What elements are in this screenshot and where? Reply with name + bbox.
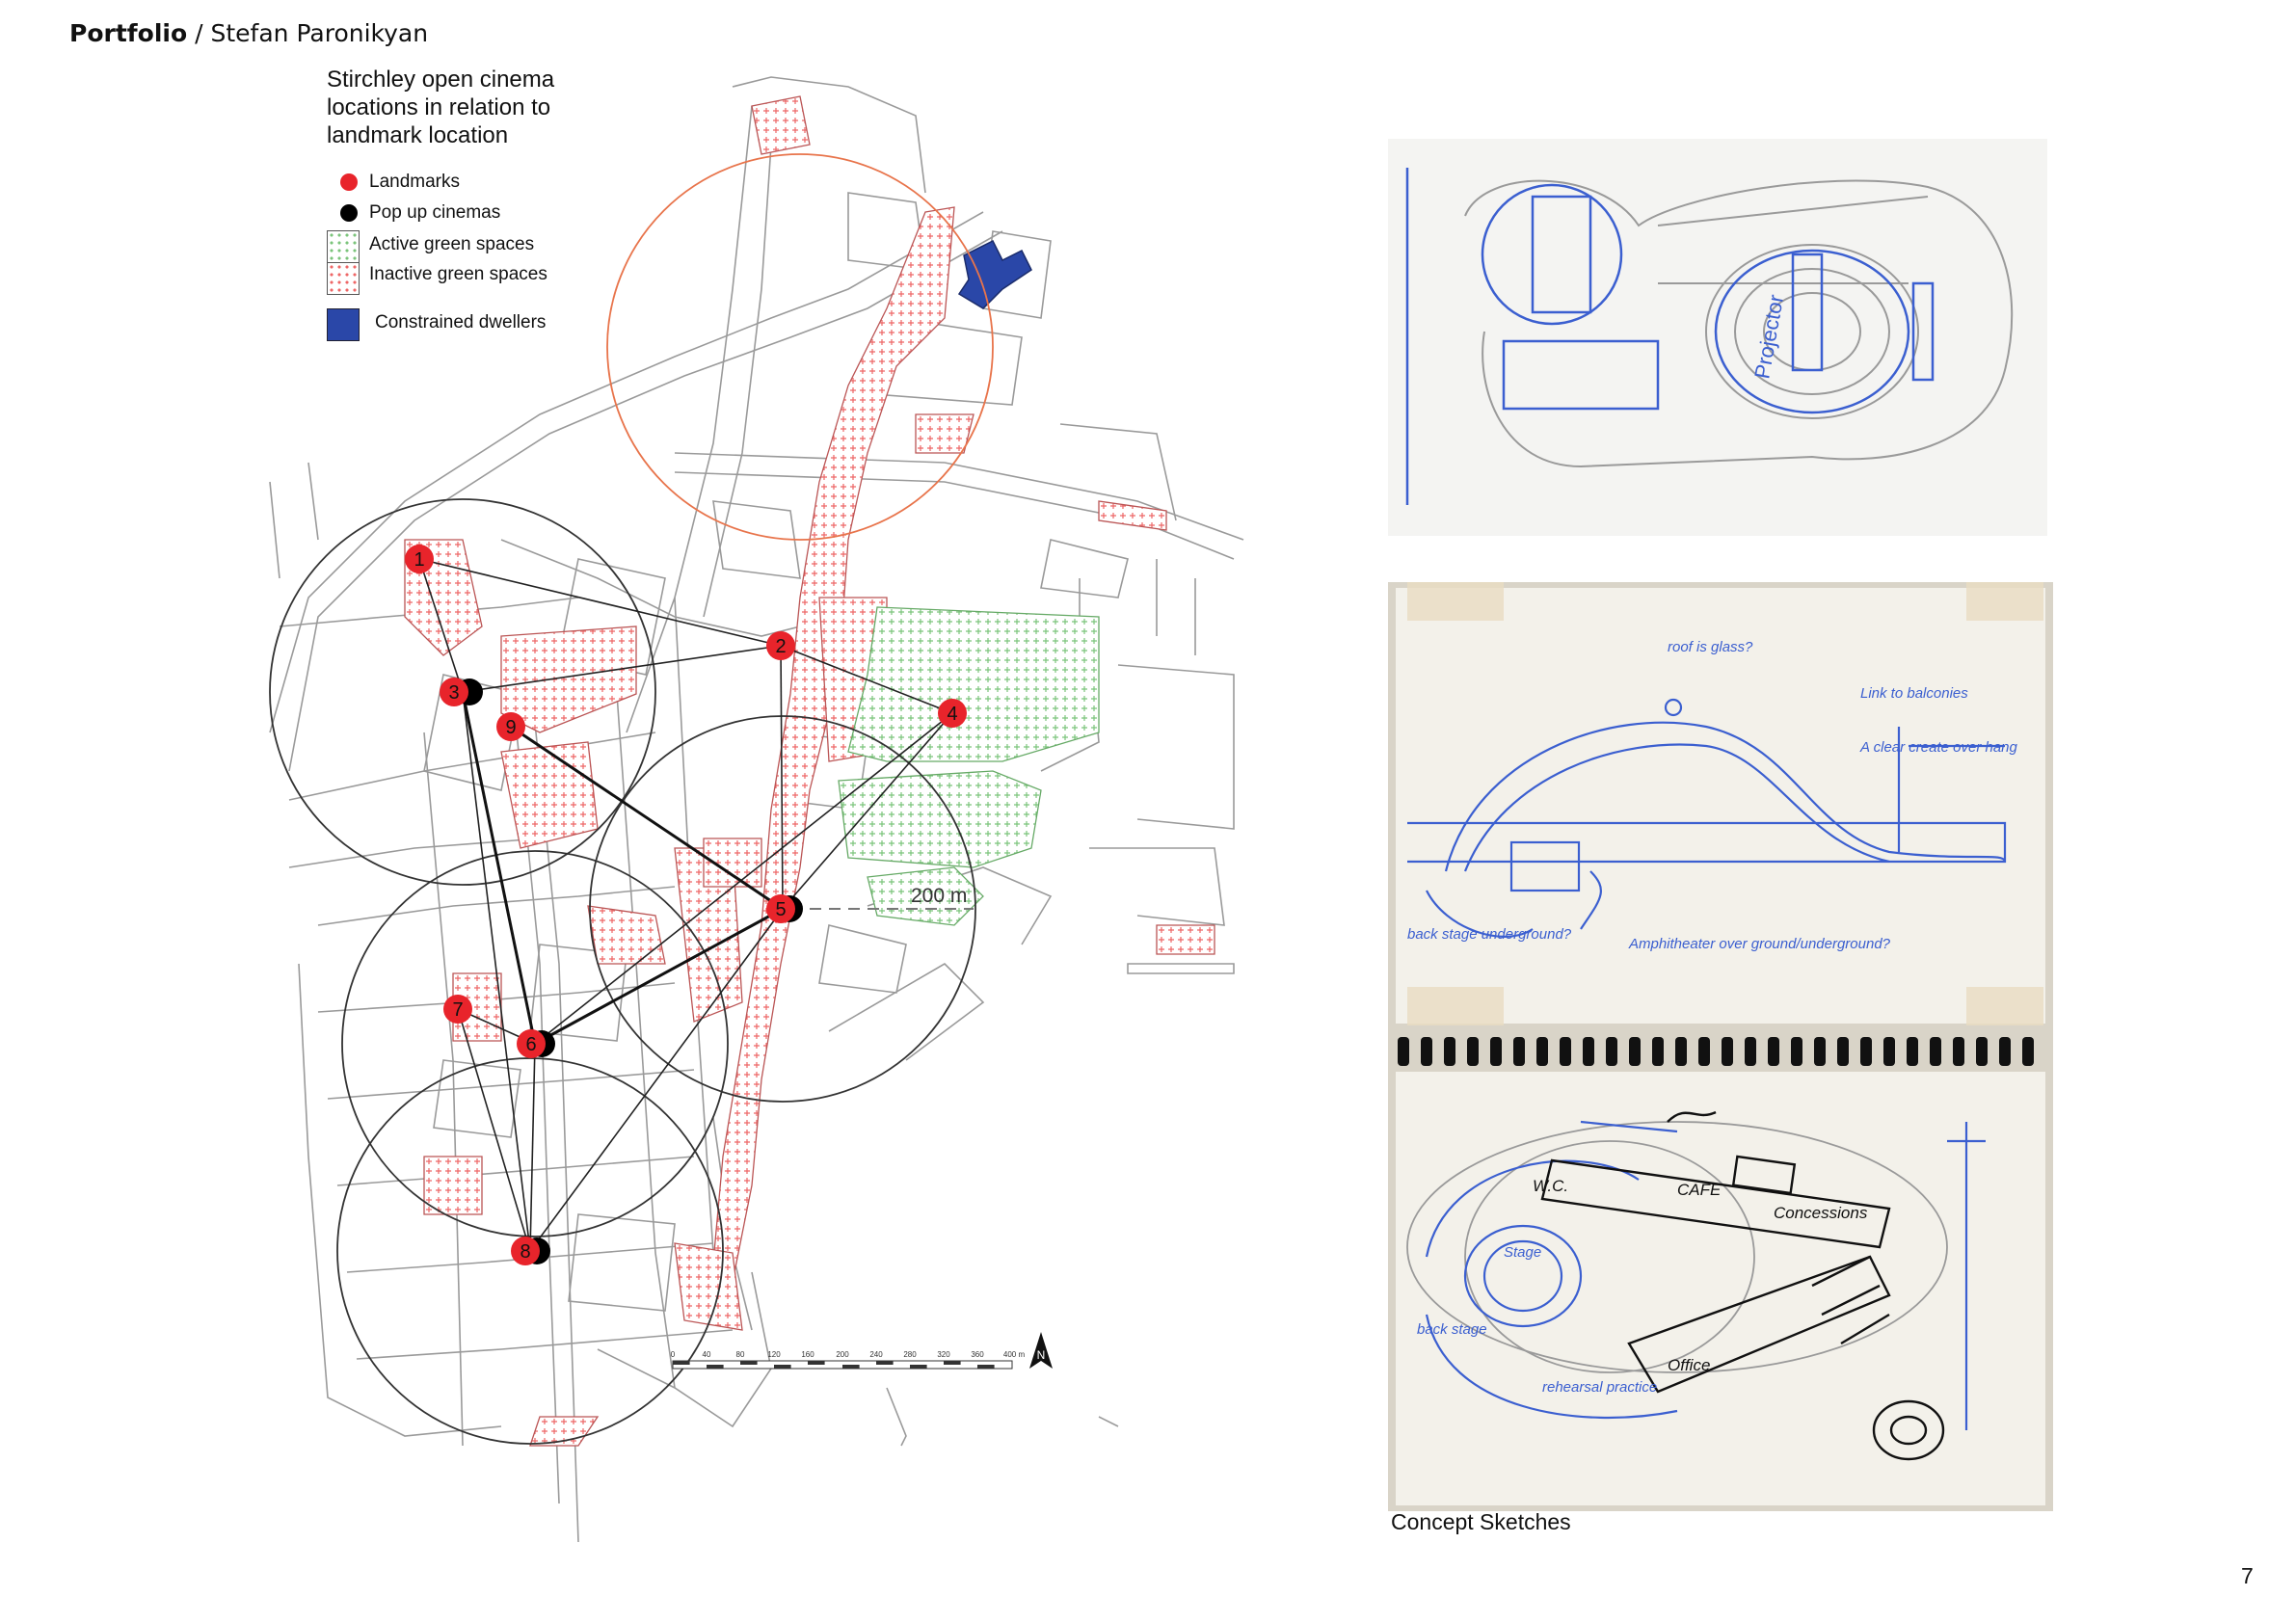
legend-label: Inactive green spaces	[369, 264, 547, 284]
landmark-2: 2	[766, 631, 795, 660]
sketch-note: rehearsal practice	[1542, 1379, 1657, 1396]
constrained-swatch-icon	[327, 308, 360, 341]
map-title: Stirchley open cinema locations in relat…	[327, 67, 555, 148]
landmark-number: 9	[505, 717, 516, 738]
author-name: / Stefan Paronikyan	[187, 19, 429, 47]
landmark-number: 8	[520, 1241, 530, 1263]
street-network	[269, 76, 1244, 1543]
radius-circle-8	[336, 1057, 724, 1445]
sketch-note: Link to balconies	[1860, 685, 1968, 702]
landmark-6: 6	[517, 1029, 546, 1058]
sketch-note: back stage	[1417, 1321, 1487, 1338]
radius-circles	[269, 498, 976, 1445]
concept-sketch-top: Projector	[1388, 139, 2047, 536]
sketch-note: A clear create over hang	[1859, 739, 2018, 756]
landmark-4: 4	[938, 699, 967, 728]
scale-tick: 40	[703, 1350, 711, 1359]
page-number: 7	[2241, 1563, 2254, 1588]
constrained-dwellers-area	[957, 239, 1032, 309]
landmark-number: 2	[775, 636, 786, 657]
sketch-note: roof is glass?	[1668, 639, 1753, 655]
cinema-dot-icon	[340, 204, 358, 222]
landmark-9: 9	[496, 712, 525, 741]
sketch-note: Amphitheater over ground/underground?	[1628, 936, 1891, 952]
sketch-note: CAFE	[1677, 1181, 1722, 1199]
landmark-number: 7	[452, 999, 463, 1021]
landmark-focus-circle	[606, 153, 994, 541]
scale-tick: 80	[736, 1350, 745, 1359]
scale-bar: 0 40 80 120 160 200 240 280 320 360 400 …	[671, 1350, 1026, 1370]
concept-sketch-notebook: roof is glass? Link to balconies A clear…	[1388, 582, 2053, 1511]
scale-tick: 320	[937, 1350, 950, 1359]
landmark-number: 4	[947, 704, 957, 725]
scale-tick: 280	[903, 1350, 917, 1359]
scale-tick: 120	[767, 1350, 781, 1359]
page-header: Portfolio / Stefan Paronikyan	[69, 19, 428, 47]
legend-label: Active green spaces	[369, 234, 535, 254]
radius-label: 200 m	[911, 885, 967, 907]
landmark-7: 7	[443, 995, 472, 1024]
sketch-note: back stage underground?	[1407, 926, 1572, 943]
landmark-number: 1	[414, 549, 424, 571]
inactive-green-swatch-icon	[327, 262, 360, 295]
landmark-5: 5	[766, 894, 795, 923]
sketch-note: Office	[1668, 1356, 1710, 1374]
legend-inactive-green: Inactive green spaces	[327, 262, 577, 297]
sketch-note: W.C.	[1533, 1177, 1568, 1195]
scale-tick: 200	[836, 1350, 849, 1359]
scale-tick: 160	[801, 1350, 814, 1359]
legend-label: Landmarks	[369, 172, 460, 192]
landmark-number: 5	[775, 899, 786, 920]
landmark-number: 3	[448, 682, 459, 704]
legend-cinemas: Pop up cinemas	[327, 200, 577, 235]
sketch-note: Stage	[1504, 1244, 1541, 1261]
legend-label: Constrained dwellers	[375, 312, 547, 333]
north-arrow-icon: N	[1029, 1332, 1053, 1369]
scale-tick: 360	[971, 1350, 984, 1359]
thick-connection-lines	[461, 691, 784, 1046]
landmark-8: 8	[511, 1237, 540, 1265]
landmark-dot-icon	[340, 173, 358, 191]
radius-circle-3	[269, 498, 656, 886]
scale-tick: 0	[671, 1350, 676, 1359]
landmark-number: 6	[525, 1034, 536, 1055]
radius-circle-6	[341, 850, 729, 1237]
portfolio-label: Portfolio	[69, 19, 188, 47]
landmark-markers: 1 2 3 4 5 6 7 8 9	[405, 545, 967, 1265]
scale-tick: 400 m	[1003, 1350, 1026, 1359]
sketch-note: Concessions	[1774, 1204, 1868, 1222]
sketch-caption: Concept Sketches	[1391, 1509, 1571, 1534]
landmark-1: 1	[405, 545, 434, 573]
radius-circle-5	[589, 715, 976, 1103]
inactive-green-areas	[404, 95, 1215, 1447]
scale-tick: 240	[869, 1350, 883, 1359]
north-label: N	[1037, 1348, 1046, 1362]
landmark-3: 3	[440, 678, 468, 706]
active-green-areas	[838, 606, 1100, 926]
legend-active-green: Active green spaces	[327, 230, 577, 265]
legend-constrained: Constrained dwellers	[327, 308, 577, 343]
legend-landmarks: Landmarks	[327, 170, 577, 204]
active-green-swatch-icon	[327, 230, 360, 263]
legend-label: Pop up cinemas	[369, 202, 501, 223]
